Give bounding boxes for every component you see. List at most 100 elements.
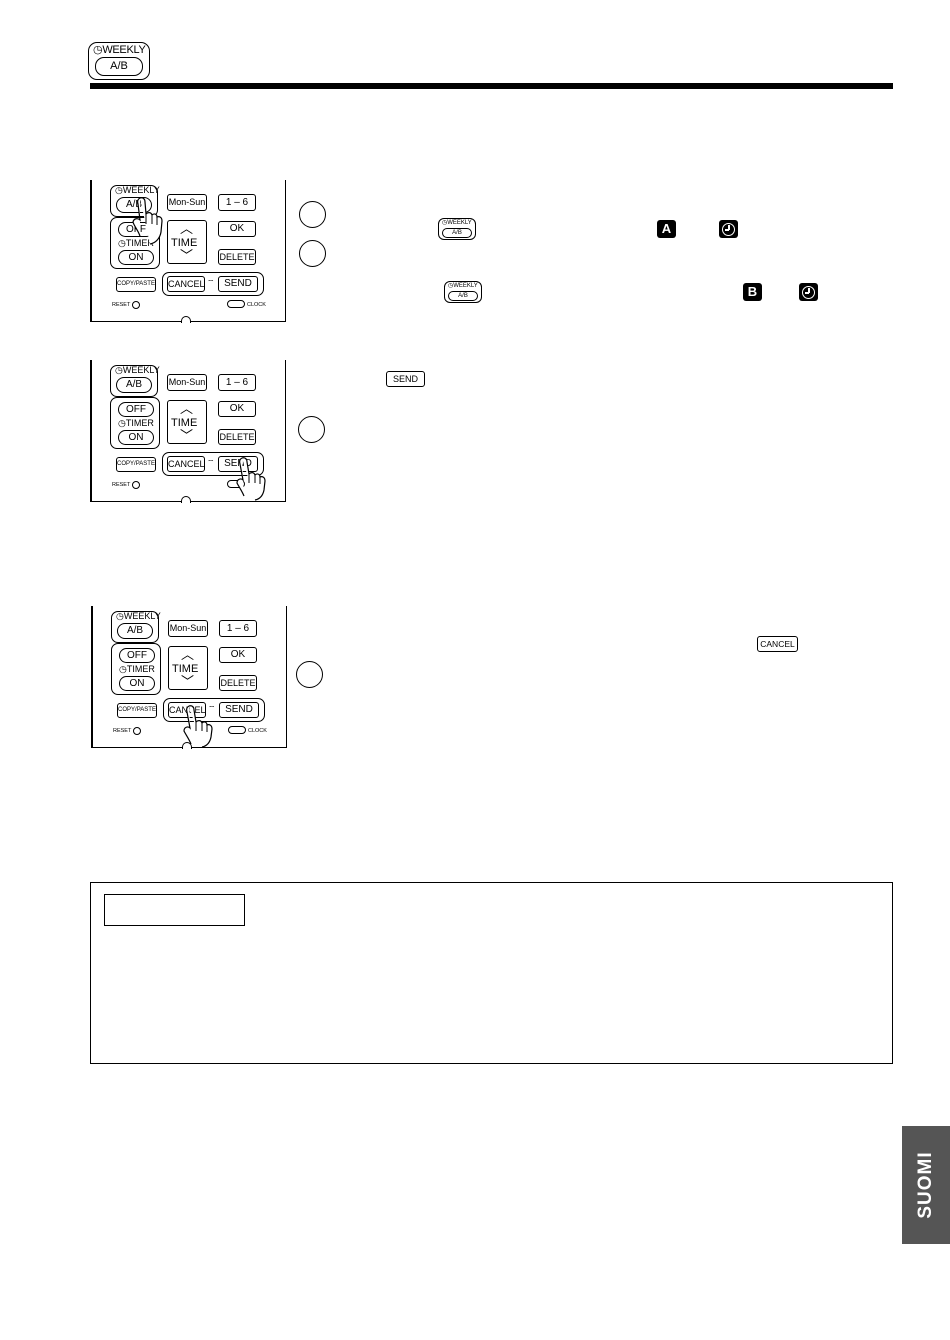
- weekly-button-group: [111, 611, 159, 643]
- hand-pointer-icon: [132, 197, 163, 245]
- chevron-down-icon: ﹀: [180, 248, 194, 263]
- language-tab: SUOMI: [902, 1126, 950, 1244]
- remote-1-6-button: 1 – 6: [218, 194, 256, 211]
- hand-pointer-icon: [183, 705, 213, 748]
- remote-cancel-button: CANCEL: [167, 276, 205, 292]
- remote-ok-button: OK: [219, 647, 257, 663]
- remote-mon-sun-button: Mon-Sun: [167, 374, 207, 391]
- remote-timer-label: TIMER: [125, 238, 154, 248]
- step-circle-2: [299, 240, 326, 267]
- send-cancel-group: [163, 698, 265, 722]
- remote-weekly-label: WEEKLY: [122, 365, 160, 375]
- chevron-down-icon: ﹀: [181, 674, 195, 689]
- hand-pointer-icon: [236, 457, 266, 501]
- remote-on-button: ON: [119, 676, 155, 691]
- remote-1-6-button: 1 – 6: [218, 374, 256, 391]
- remote-delete-button: DELETE: [218, 429, 256, 445]
- wireless-icon: ⌔: [207, 278, 215, 287]
- remote-reset-hole: [132, 301, 140, 309]
- remote-copy-paste-button: COPY/PASTE: [116, 457, 156, 472]
- wireless-icon: ⌔: [208, 704, 216, 713]
- remote-ab-button: A/B: [117, 623, 153, 639]
- program-a-badge: A: [657, 220, 676, 238]
- program-b-badge: B: [743, 283, 762, 301]
- remote-1-6-button: 1 – 6: [219, 620, 257, 637]
- remote-copy-paste-button: COPY/PASTE: [117, 703, 157, 718]
- inline-ab-label: A/B: [442, 228, 472, 238]
- remote-ok-button: OK: [218, 221, 256, 237]
- remote-delete-button: DELETE: [218, 249, 256, 265]
- remote-mon-sun-button: Mon-Sun: [167, 194, 207, 211]
- remote-timer-label: TIMER: [125, 418, 154, 428]
- remote-weekly-label: WEEKLY: [122, 185, 160, 195]
- header-rule: [90, 83, 893, 89]
- remote-off-button: OFF: [119, 648, 155, 663]
- remote-illustration-cancel: ◷WEEKLY A/B Mon-Sun 1 – 6 OFF ◷TIMER ON …: [91, 606, 287, 749]
- header-icon-weekly: WEEKLY: [102, 44, 146, 56]
- remote-time-label: TIME: [171, 417, 198, 429]
- remote-clock-label: CLOCK: [248, 728, 267, 734]
- remote-copy-paste-button: COPY/PASTE: [116, 277, 156, 292]
- remote-clock-button: [228, 726, 246, 734]
- remote-reset-label: RESET: [112, 302, 131, 308]
- inline-cancel-key: CANCEL: [757, 636, 798, 652]
- remote-mon-sun-button: Mon-Sun: [168, 620, 208, 637]
- chevron-down-icon: ﹀: [180, 428, 194, 443]
- language-tab-label: SUOMI: [915, 1151, 936, 1219]
- note-box: [90, 882, 893, 1064]
- remote-reset-hole: [133, 727, 141, 735]
- timer-button-group: [110, 397, 160, 449]
- remote-on-button: ON: [118, 430, 154, 445]
- remote-off-button: OFF: [118, 402, 154, 417]
- remote-time-button: ︿ TIME ﹀: [168, 646, 208, 690]
- remote-time-label: TIME: [171, 237, 198, 249]
- chevron-up-icon: ︿: [180, 221, 194, 236]
- remote-ok-button: OK: [218, 401, 256, 417]
- clock-icon: ◷: [119, 664, 127, 674]
- header-icon-ab: A/B: [95, 57, 143, 76]
- weekly-ab-header-icon: ◷WEEKLY A/B: [88, 42, 150, 80]
- inline-weekly-label: WEEKLY: [447, 220, 472, 226]
- clock-icon: ◷: [118, 238, 126, 248]
- remote-reset-label: RESET: [113, 728, 132, 734]
- clock-icon: [799, 283, 818, 301]
- remote-illustration-send: ◷WEEKLY A/B Mon-Sun 1 – 6 OFF ◷TIMER ON …: [90, 360, 286, 503]
- remote-time-button: ︿ TIME ﹀: [167, 400, 207, 444]
- remote-weekly-label: WEEKLY: [123, 611, 161, 621]
- remote-timer-label: TIMER: [126, 664, 155, 674]
- remote-time-label: TIME: [172, 663, 199, 675]
- timer-button-group: [111, 643, 161, 695]
- clock-icon: ◷: [115, 365, 123, 375]
- remote-delete-button: DELETE: [219, 675, 257, 691]
- chevron-up-icon: ︿: [180, 401, 194, 416]
- step-circle-3: [298, 416, 325, 443]
- remote-reset-label: RESET: [112, 482, 131, 488]
- note-label-box: [104, 894, 245, 926]
- inline-weekly-ab-icon: ◷WEEKLY A/B: [438, 218, 476, 240]
- clock-icon: ◷: [115, 185, 123, 195]
- timer-button-group: [110, 217, 160, 269]
- remote-on-button: ON: [118, 250, 154, 265]
- chevron-up-icon: ︿: [181, 647, 195, 662]
- clock-icon: ◷: [93, 44, 103, 56]
- clock-icon: ◷: [442, 220, 448, 226]
- clock-icon: ◷: [116, 611, 124, 621]
- inline-weekly-ab-icon: ◷WEEKLY A/B: [444, 281, 482, 303]
- clock-icon: [719, 220, 738, 238]
- remote-reset-hole: [132, 481, 140, 489]
- remote-ab-button: A/B: [116, 377, 152, 393]
- clock-icon: ◷: [448, 283, 454, 289]
- send-cancel-group: [162, 452, 264, 476]
- step-circle-1: [299, 201, 326, 228]
- send-cancel-group: [162, 272, 264, 296]
- clock-icon: ◷: [118, 418, 126, 428]
- remote-clock-button: [227, 480, 245, 488]
- remote-clock-label: CLOCK: [247, 302, 266, 308]
- weekly-button-group: [110, 185, 158, 217]
- inline-send-key: SEND: [386, 371, 425, 387]
- remote-cancel-button: CANCEL: [167, 456, 205, 472]
- wireless-icon: ⌔: [207, 458, 215, 467]
- inline-ab-label: A/B: [448, 291, 478, 301]
- step-circle-4: [296, 661, 323, 688]
- remote-send-button: SEND: [219, 702, 259, 718]
